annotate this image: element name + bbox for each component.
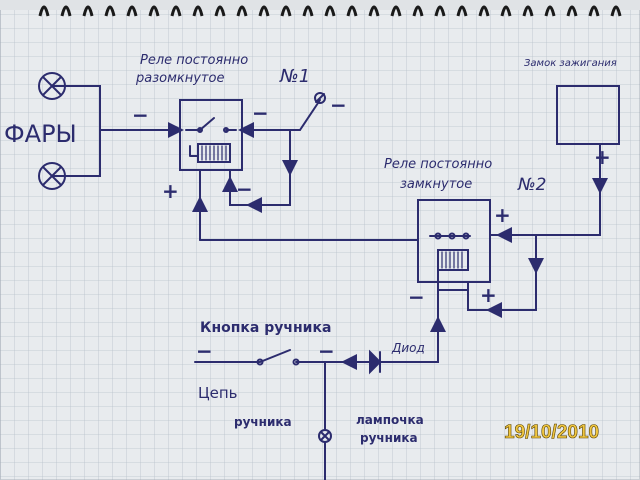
relay2-subtitle: замкнутое (400, 177, 472, 192)
relay2-coil (437, 249, 469, 271)
switch-icon (194, 349, 291, 363)
diode-icon (369, 349, 382, 375)
relay2-number: №2 (517, 175, 547, 195)
plus-sign: + (594, 145, 611, 169)
lamp-x-icon (38, 72, 66, 100)
ignition-label: Замок зажигания (524, 58, 617, 69)
button-label: Кнопка ручника (200, 320, 331, 336)
polarity-signs: − − − − + + + − + − − (132, 93, 611, 363)
circuit-label: Цепь (198, 384, 238, 402)
lamp-label-line2: ручника (360, 431, 418, 445)
ignition-box (556, 85, 620, 145)
headlights-label: ФАРЫ (4, 120, 77, 148)
plus-sign: + (162, 179, 179, 203)
handbrake-label: ручника (234, 415, 292, 429)
wiring (51, 85, 620, 480)
minus-sign: − (132, 103, 149, 127)
relay1-subtitle: разомкнутое (135, 71, 224, 86)
relay1-number: №1 (279, 66, 310, 87)
minus-sign: − (318, 339, 335, 363)
lamp-x-icon (38, 162, 66, 190)
plus-sign: + (494, 203, 511, 227)
plus-sign: + (480, 283, 497, 307)
date-stamp: 19/10/2010 (504, 422, 599, 443)
headlight-lamps (38, 72, 66, 190)
spiral-binding (0, 0, 640, 17)
relay2-title: Реле постоянно (384, 157, 492, 172)
minus-sign: − (236, 177, 253, 201)
minus-sign: − (196, 339, 213, 363)
lamp-label-line1: лампочка (356, 413, 424, 427)
relay2-box (417, 199, 491, 283)
minus-sign: − (252, 101, 269, 125)
diode-label: Диод (391, 341, 425, 355)
minus-sign: − (408, 285, 425, 309)
relay1-coil (197, 143, 231, 163)
ground-icon (314, 92, 326, 104)
relay1-title: Реле постоянно (140, 53, 248, 68)
minus-sign: − (330, 93, 347, 117)
